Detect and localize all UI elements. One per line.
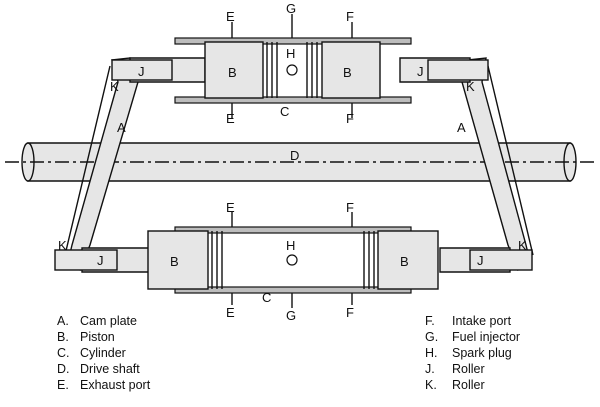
legend-text-j: Roller (452, 362, 485, 376)
top-cylinder-assembly (111, 14, 489, 118)
label-g-bottom: G (286, 308, 296, 323)
label-j-bottom-right: J (477, 253, 484, 268)
label-e-bottom: E (226, 200, 235, 215)
legend-text-k: Roller (452, 378, 485, 392)
label-f-top-lower: F (346, 111, 354, 126)
legend-key-d: D. (57, 362, 70, 376)
label-j-top-right: J (417, 64, 424, 79)
label-a-right: A (457, 120, 466, 135)
label-h-bottom: H (286, 238, 295, 253)
label-e-top-lower: E (226, 111, 235, 126)
top-piston-rings (266, 42, 318, 98)
label-a-left: A (117, 120, 126, 135)
legend-text-h: Spark plug (452, 346, 512, 360)
label-d: D (290, 148, 299, 163)
label-j-top-left: J (138, 64, 145, 79)
label-b-top-left: B (228, 65, 237, 80)
bottom-piston-rings (211, 231, 375, 289)
label-k-top-right: K (466, 79, 475, 94)
label-k-bottom-right: K (518, 238, 527, 253)
spark-plug-bottom (286, 254, 298, 266)
legend-text-g: Fuel injector (452, 330, 520, 344)
legend-left: A. Cam plate B. Piston C. Cylinder D. Dr… (57, 314, 151, 392)
legend-key-k: K. (425, 378, 437, 392)
legend-right: F. Intake port G. Fuel injector H. Spark… (425, 314, 520, 392)
label-c-bottom: C (262, 290, 271, 305)
legend-text-d: Drive shaft (80, 362, 140, 376)
label-e-bottom-lower: E (226, 305, 235, 320)
label-j-bottom-left: J (97, 253, 104, 268)
legend-key-g: G. (425, 330, 438, 344)
legend-key-j: J. (425, 362, 435, 376)
label-f-bottom-lower: F (346, 305, 354, 320)
label-b-top-right: B (343, 65, 352, 80)
legend-text-b: Piston (80, 330, 115, 344)
part-labels: E G F H B B J K J K E C F A A D E F H B … (58, 1, 527, 323)
label-f-bottom: F (346, 200, 354, 215)
legend-key-e: E. (57, 378, 69, 392)
legend-key-h: H. (425, 346, 438, 360)
label-c-top: C (280, 104, 289, 119)
label-k-top-left: K (110, 79, 119, 94)
label-g-top: G (286, 1, 296, 16)
legend-key-f: F. (425, 314, 435, 328)
legend-text-f: Intake port (452, 314, 512, 328)
legend-key-a: A. (57, 314, 69, 328)
legend-text-a: Cam plate (80, 314, 137, 328)
label-e-top: E (226, 9, 235, 24)
bottom-cylinder-assembly (54, 212, 533, 308)
legend-key-c: C. (57, 346, 70, 360)
spark-plug-top (286, 64, 298, 76)
label-k-bottom-left: K (58, 238, 67, 253)
label-h-top: H (286, 46, 295, 61)
label-b-bottom-left: B (170, 254, 179, 269)
legend-text-c: Cylinder (80, 346, 126, 360)
legend-text-e: Exhaust port (80, 378, 151, 392)
drive-shaft (5, 142, 596, 182)
label-b-bottom-right: B (400, 254, 409, 269)
legend-key-b: B. (57, 330, 69, 344)
label-f-top: F (346, 9, 354, 24)
